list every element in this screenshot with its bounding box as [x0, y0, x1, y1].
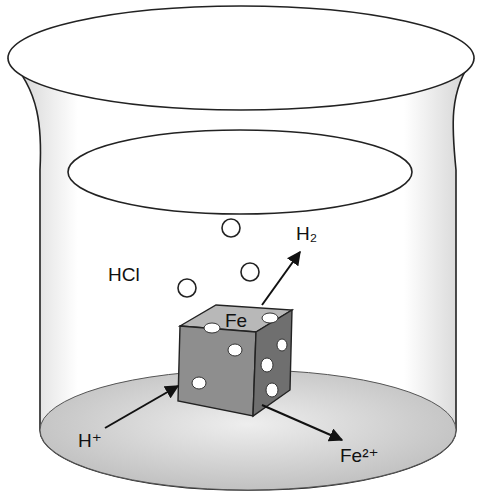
beaker-wall	[8, 58, 474, 490]
fe-ion-arrow	[262, 405, 342, 440]
cube-side	[253, 310, 292, 416]
cube-dot	[192, 377, 206, 389]
ion-label: Fe²⁺	[340, 446, 379, 465]
ion-label: H⁺	[78, 431, 102, 450]
cube-front	[178, 326, 256, 416]
bubble	[241, 263, 259, 281]
cube-dot	[277, 339, 287, 351]
gas-label: H₂	[296, 224, 317, 243]
beaker-rim	[8, 6, 474, 110]
cube-dot	[262, 313, 278, 323]
cube-dot	[266, 383, 278, 397]
metal-label: Fe	[225, 311, 247, 330]
h-ion-arrow	[105, 386, 178, 428]
h2-arrow	[262, 252, 300, 305]
bubble	[178, 279, 196, 297]
bubble	[222, 219, 240, 237]
cube-dot	[204, 323, 220, 333]
cube-dot	[261, 358, 273, 372]
chemical-label: HCl	[108, 265, 140, 284]
cube-dot	[228, 344, 242, 356]
liquid-surface	[68, 130, 412, 214]
